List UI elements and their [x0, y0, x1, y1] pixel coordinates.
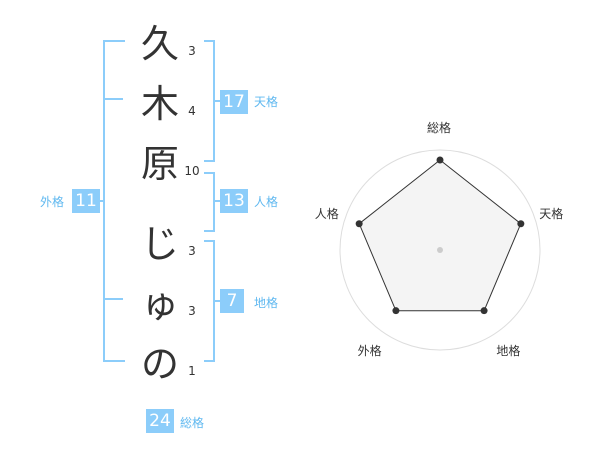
radar-chart — [339, 149, 541, 351]
radar-point-4 — [392, 307, 400, 315]
radar-axis-label-5: 人格 — [314, 206, 339, 221]
gaikaku-bracket-tick — [105, 298, 123, 300]
radar-axis-label-4: 外格 — [357, 344, 382, 359]
chikaku-badge: 7 — [220, 289, 244, 313]
name-char-5: ゅ — [140, 282, 179, 326]
radar-center-dot — [437, 247, 443, 253]
radar-axis-label-2: 天格 — [539, 206, 564, 221]
tenkaku-label: 天格 — [254, 95, 279, 109]
gaikaku-badge: 11 — [72, 189, 100, 213]
chikaku-bracket — [204, 240, 215, 362]
stroke-count-6: 1 — [188, 364, 196, 378]
name-char-3: 原 — [140, 142, 179, 186]
radar-point-1 — [436, 156, 444, 164]
tenkaku-connector — [215, 100, 220, 102]
gaikaku-bracket — [103, 40, 125, 362]
name-char-1: 久 — [140, 22, 179, 66]
radar-axis-label-3: 地格 — [496, 344, 521, 359]
stroke-count-4: 3 — [188, 244, 196, 258]
jinkaku-label: 人格 — [254, 195, 279, 209]
stroke-count-3: 10 — [184, 164, 200, 178]
name-char-4: じ — [140, 222, 179, 266]
stroke-count-1: 3 — [188, 44, 196, 58]
jinkaku-bracket — [204, 172, 215, 232]
gaikaku-label: 外格 — [40, 195, 65, 209]
radar-axis-label-1: 総格 — [427, 121, 452, 135]
chikaku-label: 地格 — [254, 296, 279, 310]
radar-point-5 — [355, 220, 363, 228]
radar-point-3 — [480, 307, 488, 315]
jinkaku-connector — [215, 200, 220, 202]
radar-point-2 — [517, 220, 525, 228]
chikaku-connector — [215, 300, 220, 302]
stroke-count-2: 4 — [188, 104, 196, 118]
radar-shape — [358, 159, 522, 312]
soukaku-label: 総格 — [180, 416, 205, 430]
stroke-count-5: 3 — [188, 304, 196, 318]
gaikaku-bracket-tick — [105, 98, 123, 100]
name-char-2: 木 — [140, 82, 179, 126]
tenkaku-bracket — [204, 40, 215, 162]
soukaku-badge: 24 — [146, 409, 174, 433]
name-char-6: の — [140, 342, 179, 386]
tenkaku-badge: 17 — [220, 90, 248, 114]
radar-points — [355, 156, 525, 315]
jinkaku-badge: 13 — [220, 189, 248, 213]
